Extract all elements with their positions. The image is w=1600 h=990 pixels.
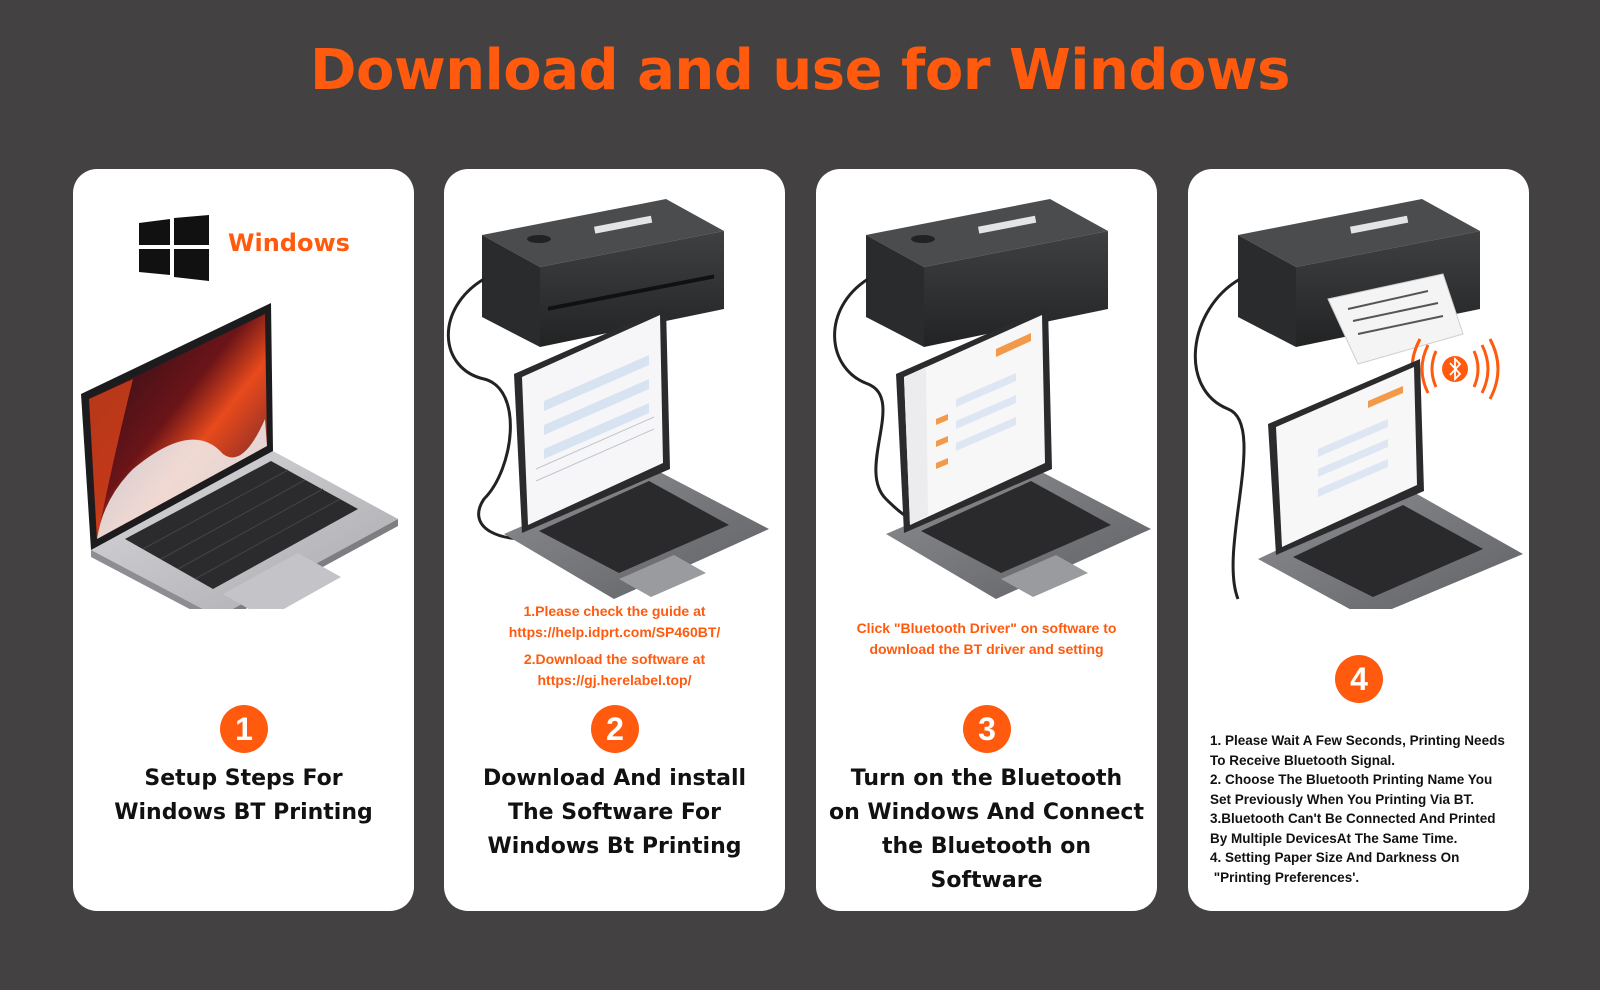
printer-cable-laptop-icon — [446, 199, 769, 599]
instruction-line: 4. Setting Paper Size And Darkness On — [1210, 850, 1460, 865]
note-line: download the BT driver and setting — [869, 641, 1104, 657]
step-title-line: Windows Bt Printing — [487, 834, 742, 859]
printer-cable-laptop-icon — [833, 199, 1151, 599]
step-number-badge: 2 — [591, 705, 639, 753]
download-guide-note: 1.Please check the guide at https://help… — [454, 601, 775, 691]
step-number-badge: 4 — [1335, 655, 1383, 703]
step-title-line: Download And install — [482, 766, 747, 791]
step-number-badge: 3 — [963, 705, 1011, 753]
step-title-line: Setup Steps For — [144, 766, 343, 791]
instruction-line: 3.Bluetooth Can't Be Connected And Print… — [1210, 811, 1496, 826]
bluetooth-driver-note: Click "Bluetooth Driver" on software to … — [826, 618, 1147, 660]
download-link[interactable]: https://gj.herelabel.top/ — [537, 672, 692, 688]
bluetooth-instructions: 1. Please Wait A Few Seconds, Printing N… — [1210, 731, 1520, 887]
guide-link[interactable]: https://help.idprt.com/SP460BT/ — [508, 624, 721, 640]
step-title: Turn on the Bluetooth on Windows And Con… — [826, 762, 1147, 898]
step-card-4: 4 1. Please Wait A Few Seconds, Printing… — [1188, 169, 1529, 911]
instruction-line: By Multiple DevicesAt The Same Time. — [1210, 830, 1458, 846]
instruction-line: To Receive Bluetooth Signal. — [1210, 752, 1396, 768]
step-title-line: Windows BT Printing — [114, 800, 373, 825]
printer-bluetooth-laptop-icon — [1193, 199, 1523, 609]
instruction-line: 2. Choose The Bluetooth Printing Name Yo… — [1210, 772, 1493, 787]
step-number-badge: 1 — [220, 705, 268, 753]
laptop-icon — [81, 303, 398, 609]
windows-logo-icon — [139, 215, 209, 281]
note-line: 1.Please check the guide at — [523, 603, 706, 619]
step-title-line: The Software For — [508, 800, 721, 825]
step-title: Download And install The Software For Wi… — [454, 762, 775, 864]
instruction-line: Set Previously When You Printing Via BT. — [1210, 791, 1475, 807]
step-card-1: Windows — [73, 169, 414, 911]
step-title-line: Turn on the Bluetooth — [850, 766, 1123, 791]
step-title-line: on Windows And Connect — [828, 800, 1144, 825]
step-title-line: the Bluetooth on Software — [881, 834, 1091, 893]
page-title: Download and use for Windows — [310, 38, 1290, 103]
note-line: Click "Bluetooth Driver" on software to — [856, 620, 1117, 636]
step-title: Setup Steps For Windows BT Printing — [83, 762, 404, 830]
note-line: 2.Download the software at — [523, 651, 706, 667]
step-card-3: Click "Bluetooth Driver" on software to … — [816, 169, 1157, 911]
instruction-line: 1. Please Wait A Few Seconds, Printing N… — [1210, 733, 1505, 748]
instruction-line: "Printing Preferences'. — [1210, 869, 1360, 885]
step-card-2: 1.Please check the guide at https://help… — [444, 169, 785, 911]
windows-label: Windows — [228, 229, 350, 257]
